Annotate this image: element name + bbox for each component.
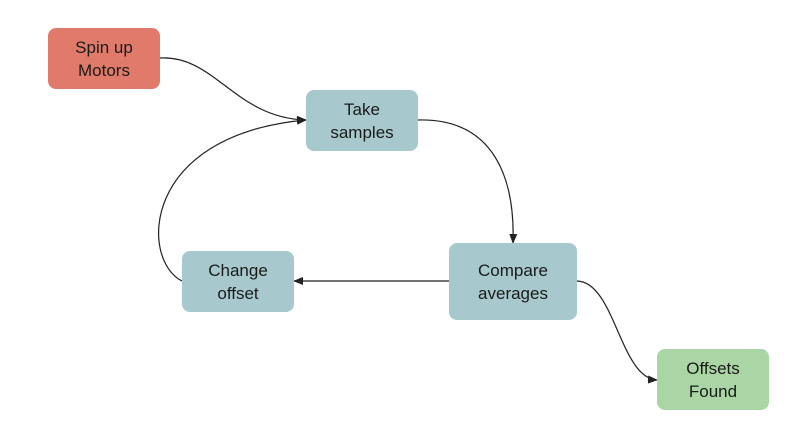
node-offsets-found-line-2: Found <box>688 381 738 401</box>
node-spin-up-motors: Spin up Motors <box>48 28 160 89</box>
node-spin-up-line-2: Motors <box>78 60 130 80</box>
edge-compare-to-found <box>576 280 658 384</box>
node-spin-up-line-1: Spin up <box>75 37 133 57</box>
edge-spin-to-take <box>159 57 307 124</box>
node-take-samples-line-1: Take <box>344 99 380 119</box>
node-compare-line-1: Compare <box>478 260 548 280</box>
node-compare-line-2: averages <box>478 283 548 303</box>
node-compare-averages: Compare averages <box>449 243 577 320</box>
node-offsets-found: Offsets Found <box>657 349 769 410</box>
node-change-offset: Change offset <box>182 251 294 312</box>
node-take-samples: Take samples <box>306 90 418 151</box>
node-change-offset-line-1: Change <box>208 260 268 280</box>
edge-change-to-take <box>158 116 307 282</box>
node-take-samples-line-2: samples <box>330 122 394 142</box>
node-change-offset-line-2: offset <box>217 283 259 303</box>
edge-take-to-compare <box>417 119 518 244</box>
node-offsets-found-line-1: Offsets <box>686 358 740 378</box>
